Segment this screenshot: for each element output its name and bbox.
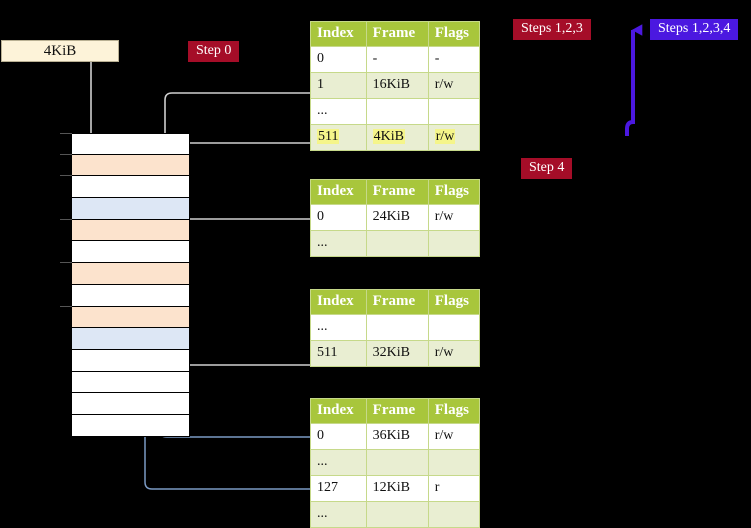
memory-cell	[71, 241, 190, 264]
column-header-frame: Frame	[365, 179, 429, 205]
cell-flags: r	[427, 475, 481, 502]
table-row: ...	[310, 501, 481, 528]
cell-flags: -	[427, 46, 481, 73]
table-row: ...	[310, 230, 481, 257]
memory-cell	[71, 198, 190, 220]
table-row: ...	[310, 98, 481, 125]
cell-frame	[365, 314, 429, 341]
column-header-frame: Frame	[365, 398, 429, 424]
memory-tick-mark	[60, 262, 72, 264]
cell-index: ...	[310, 501, 367, 528]
memory-column	[60, 133, 190, 437]
badge-steps-1-2-3: Steps 1,2,3	[513, 19, 591, 41]
column-header-index: Index	[310, 179, 367, 205]
cell-frame	[365, 449, 429, 476]
column-header-flags: Flags	[427, 179, 481, 205]
cell-flags	[427, 230, 481, 257]
wire-steps-loop	[625, 24, 643, 136]
cell-frame	[365, 501, 429, 528]
cell-flags	[427, 449, 481, 476]
memory-cell	[60, 133, 190, 155]
memory-block-label: 4KiB	[43, 42, 77, 59]
cell-index: ...	[310, 314, 367, 341]
cell-index: ...	[310, 449, 367, 476]
badge-step-0: Step 0	[188, 41, 240, 63]
column-header-flags: Flags	[427, 289, 481, 315]
cell-index: 511	[310, 124, 367, 151]
cell-flags: r/w	[427, 204, 481, 231]
memory-cell	[60, 153, 190, 177]
memory-block-4kib: 4KiB	[1, 40, 119, 62]
memory-cell	[60, 218, 190, 242]
memory-cell	[71, 328, 190, 350]
cell-index: 511	[310, 340, 367, 367]
memory-cell	[60, 262, 190, 285]
cell-frame: 24KiB	[365, 204, 429, 231]
badge-steps-1-2-3-4: Steps 1,2,3,4	[650, 19, 739, 41]
table-row: 0--	[310, 46, 481, 73]
cell-frame	[365, 230, 429, 257]
cell-index: 1	[310, 72, 367, 99]
column-header-frame: Frame	[365, 21, 429, 47]
column-header-index: Index	[310, 289, 367, 315]
cell-index: 127	[310, 475, 367, 502]
memory-tick-mark	[60, 153, 72, 155]
cell-frame: 36KiB	[365, 423, 429, 450]
wire-table1-to-memory	[177, 218, 310, 262]
cell-flags: r/w	[427, 124, 481, 151]
badge-step-4: Step 4	[521, 158, 573, 180]
column-header-index: Index	[310, 398, 367, 424]
cell-flags	[427, 98, 481, 125]
memory-cell	[60, 175, 190, 199]
cell-flags: r/w	[427, 340, 481, 367]
cell-frame	[365, 98, 429, 125]
memory-cell	[71, 349, 190, 372]
cell-frame: 16KiB	[365, 72, 429, 99]
memory-tick-mark	[60, 305, 72, 307]
cell-index: 0	[310, 46, 367, 73]
column-header-flags: Flags	[427, 21, 481, 47]
memory-tick-mark	[60, 218, 72, 220]
column-header-frame: Frame	[365, 289, 429, 315]
cell-frame: 4KiB	[365, 124, 429, 151]
memory-cell	[71, 284, 190, 307]
memory-cell	[71, 371, 190, 394]
memory-tick-mark	[60, 133, 72, 134]
wire-table2-to-memory	[177, 311, 310, 366]
memory-cell	[60, 305, 190, 329]
cell-flags: r/w	[427, 423, 481, 450]
cell-index: 0	[310, 423, 367, 450]
cell-index: ...	[310, 230, 367, 257]
table-row: ...	[310, 314, 481, 341]
column-header-flags: Flags	[427, 398, 481, 424]
cell-flags	[427, 314, 481, 341]
column-header-index: Index	[310, 21, 367, 47]
cell-frame: 12KiB	[365, 475, 429, 502]
memory-tick-mark	[60, 175, 72, 177]
cell-flags: r/w	[427, 72, 481, 99]
cell-index: ...	[310, 98, 367, 125]
memory-cell	[71, 414, 190, 437]
memory-cell	[71, 393, 190, 415]
cell-flags	[427, 501, 481, 528]
cell-index: 0	[310, 204, 367, 231]
cell-frame: -	[365, 46, 429, 73]
cell-frame: 32KiB	[365, 340, 429, 367]
table-row: ...	[310, 449, 481, 476]
wire-table0-row511-to-memory	[170, 142, 310, 157]
